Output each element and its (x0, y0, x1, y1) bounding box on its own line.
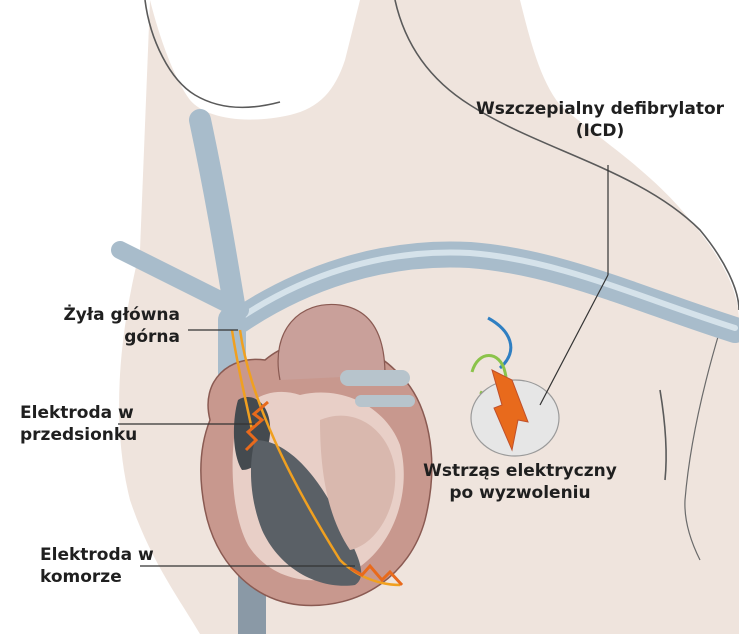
shock-label-line1: Wstrząs elektryczny (400, 460, 640, 482)
ventricular-lead-label: Elektroda w komorze (40, 544, 240, 588)
svc-label: Żyła główna górna (40, 304, 180, 348)
atrial-lead-label-line1: Elektroda w (20, 402, 220, 424)
atrial-lead-label-line2: przedsionku (20, 424, 220, 446)
icd-label-line2: (ICD) (470, 120, 730, 142)
ventricular-lead-label-line2: komorze (40, 566, 240, 588)
pulmonary-vein (355, 395, 415, 407)
shock-label-line2: po wyzwoleniu (400, 482, 640, 504)
svc-label-line1: Żyła główna (40, 304, 180, 326)
ventricular-lead-label-line1: Elektroda w (40, 544, 240, 566)
icd-label: Wszczepialny defibrylator (ICD) (470, 98, 730, 142)
shock-label: Wstrząs elektryczny po wyzwoleniu (400, 460, 640, 504)
torso-silhouette (119, 0, 739, 634)
icd-label-line1: Wszczepialny defibrylator (470, 98, 730, 120)
atrial-lead-label: Elektroda w przedsionku (20, 402, 220, 446)
pulmonary-artery (340, 370, 410, 386)
svc-label-line2: górna (40, 326, 180, 348)
